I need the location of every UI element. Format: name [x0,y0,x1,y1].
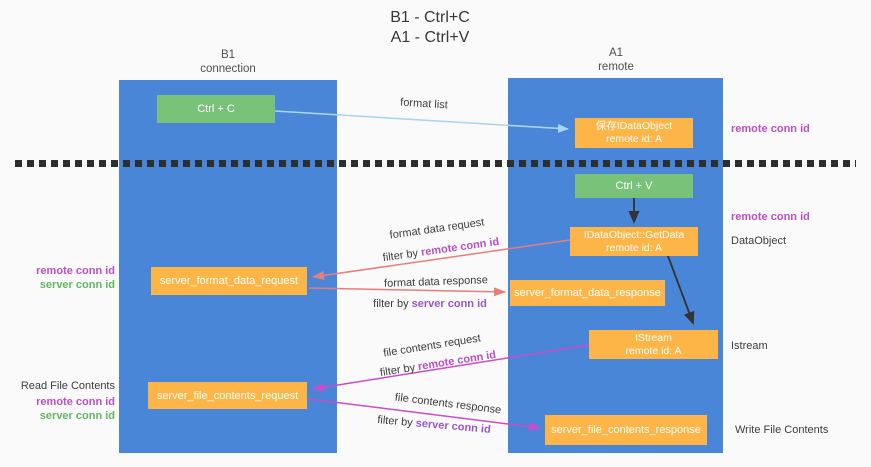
server-conn-id-text: server conn id [411,298,487,310]
label-filter-server-2: filter by server conn id [377,414,491,436]
box-istream-line2: remote id: A [625,344,682,357]
box-ctrl-c: Ctrl + C [157,95,275,123]
left-remote-conn-id-2: remote conn id [36,396,115,408]
filter-by-text: filter by [376,414,414,430]
right-remote-conn-id-mid: remote conn id [731,211,810,223]
left-remote-conn-id-1: remote conn id [36,265,115,277]
label-format-list: format list [399,96,449,112]
server-conn-id-text: server conn id [415,417,492,436]
session-divider-dashed-line [15,160,856,167]
lane-b1-role: connection [200,63,256,75]
title-line-b1: B1 - Ctrl+C [390,9,470,26]
box-getdata-line1: IDataObject::GetData [583,228,685,241]
lane-header-a1: A1 remote [556,46,676,74]
label-file-contents-response: file contents response [394,391,502,417]
diagram-title: B1 - Ctrl+C A1 - Ctrl+V [330,8,530,48]
remote-conn-id-text: remote conn id [420,235,500,259]
box-server-format-data-request: server_format_data_request [151,267,307,295]
box-server-file-contents-response: server_file_contents_response [545,415,707,445]
lane-header-b1: B1 connection [168,48,288,76]
box-istream-line1: IStream [635,331,672,344]
box-ctrl-v: Ctrl + V [575,174,693,198]
box-save-idataobject-line1: 保存IDataObject [595,120,673,132]
box-idataobject-getdata: IDataObject::GetData remote id: A [570,227,698,256]
lane-a1-name: A1 [608,47,624,59]
right-remote-conn-id-top: remote conn id [731,123,810,135]
title-line-a1: A1 - Ctrl+V [390,29,470,46]
lane-b1-name: B1 [220,49,236,61]
box-server-file-contents-request: server_file_contents_request [148,382,307,409]
lane-a1-role: remote [598,61,634,73]
label-format-data-request: format data request [388,216,486,242]
filter-by-text: filter by [373,298,409,310]
box-save-idataobject: 保存IDataObject remote id: A [575,118,693,148]
dataobject-label: DataObject [731,235,787,247]
write-file-contents-label: Write File Contents [735,424,829,436]
box-getdata-line2: remote id: A [605,241,663,254]
box-istream: IStream remote id: A [589,330,718,359]
left-server-conn-id-2: server conn id [39,410,115,422]
box-server-format-data-response: server_format_data_response [510,280,665,306]
label-format-data-response: format data response [383,274,489,290]
left-server-conn-id-1: server conn id [39,279,115,291]
label-filter-server-1: filter by server conn id [373,298,487,310]
istream-label: Istream [731,340,768,352]
filter-by-text: filter by [379,361,417,380]
filter-by-text: filter by [382,247,419,265]
box-save-idataobject-line2: remote id: A [605,133,663,145]
read-file-contents-label: Read File Contents [20,380,115,392]
